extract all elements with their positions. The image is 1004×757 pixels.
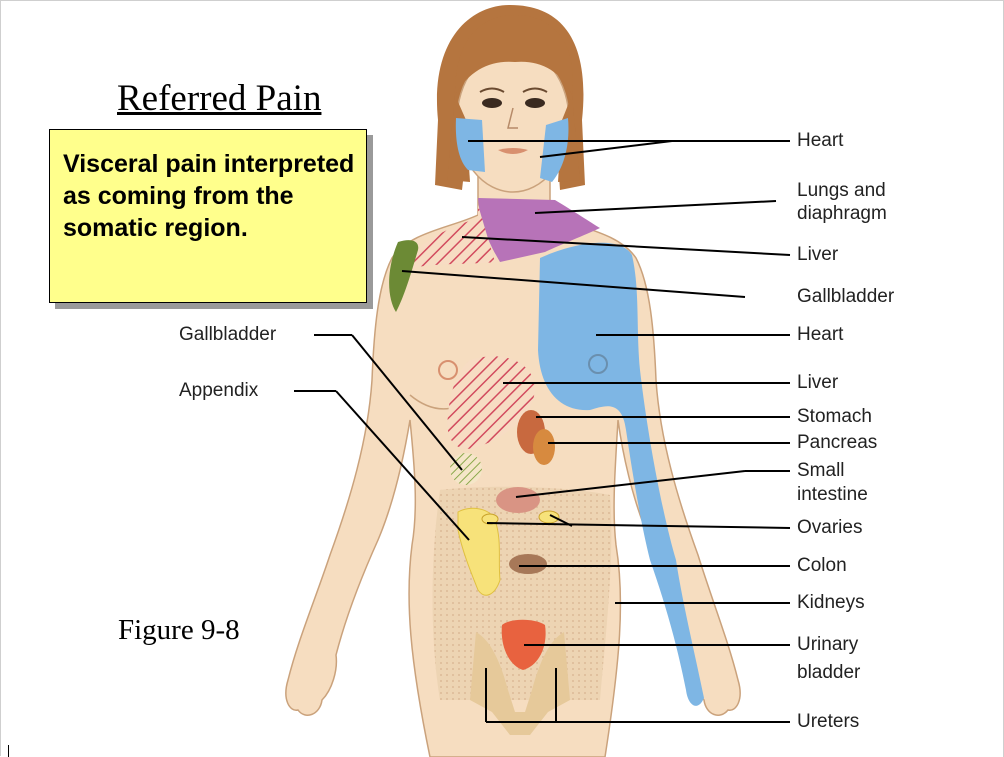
- label-pancreas: Pancreas: [797, 432, 877, 454]
- label-ovaries: Ovaries: [797, 517, 862, 539]
- slide-edge-mark: [8, 745, 9, 757]
- label-colon: Colon: [797, 555, 847, 577]
- label-appendix: Appendix: [179, 380, 258, 402]
- label-gallbladder-right: Gallbladder: [797, 286, 894, 308]
- figure-label: Figure 9-8: [118, 614, 240, 647]
- label-liver-abdomen: Liver: [797, 372, 838, 394]
- label-lungs-line1: Lungs and: [797, 180, 886, 202]
- label-gallbladder-left: Gallbladder: [179, 324, 276, 346]
- label-small-intestine-line1: Small: [797, 460, 845, 482]
- label-ureters: Ureters: [797, 711, 859, 733]
- label-stomach: Stomach: [797, 406, 872, 428]
- label-small-intestine-line2: intestine: [797, 484, 868, 506]
- label-kidneys: Kidneys: [797, 592, 865, 614]
- gallbladder-region-abdomen: [450, 453, 482, 485]
- label-heart-top: Heart: [797, 130, 843, 152]
- slide-title: Referred Pain: [117, 77, 321, 120]
- label-urinary-bladder-line1: Urinary: [797, 634, 858, 656]
- label-urinary-bladder-line2: bladder: [797, 662, 860, 684]
- label-lungs-line2: diaphragm: [797, 203, 887, 225]
- colon-region: [509, 554, 547, 574]
- label-liver-top: Liver: [797, 244, 838, 266]
- small-intestine-region: [496, 487, 540, 513]
- callout-box: Visceral pain interpreted as coming from…: [49, 129, 367, 303]
- label-heart-chest: Heart: [797, 324, 843, 346]
- pancreas-region: [533, 429, 555, 465]
